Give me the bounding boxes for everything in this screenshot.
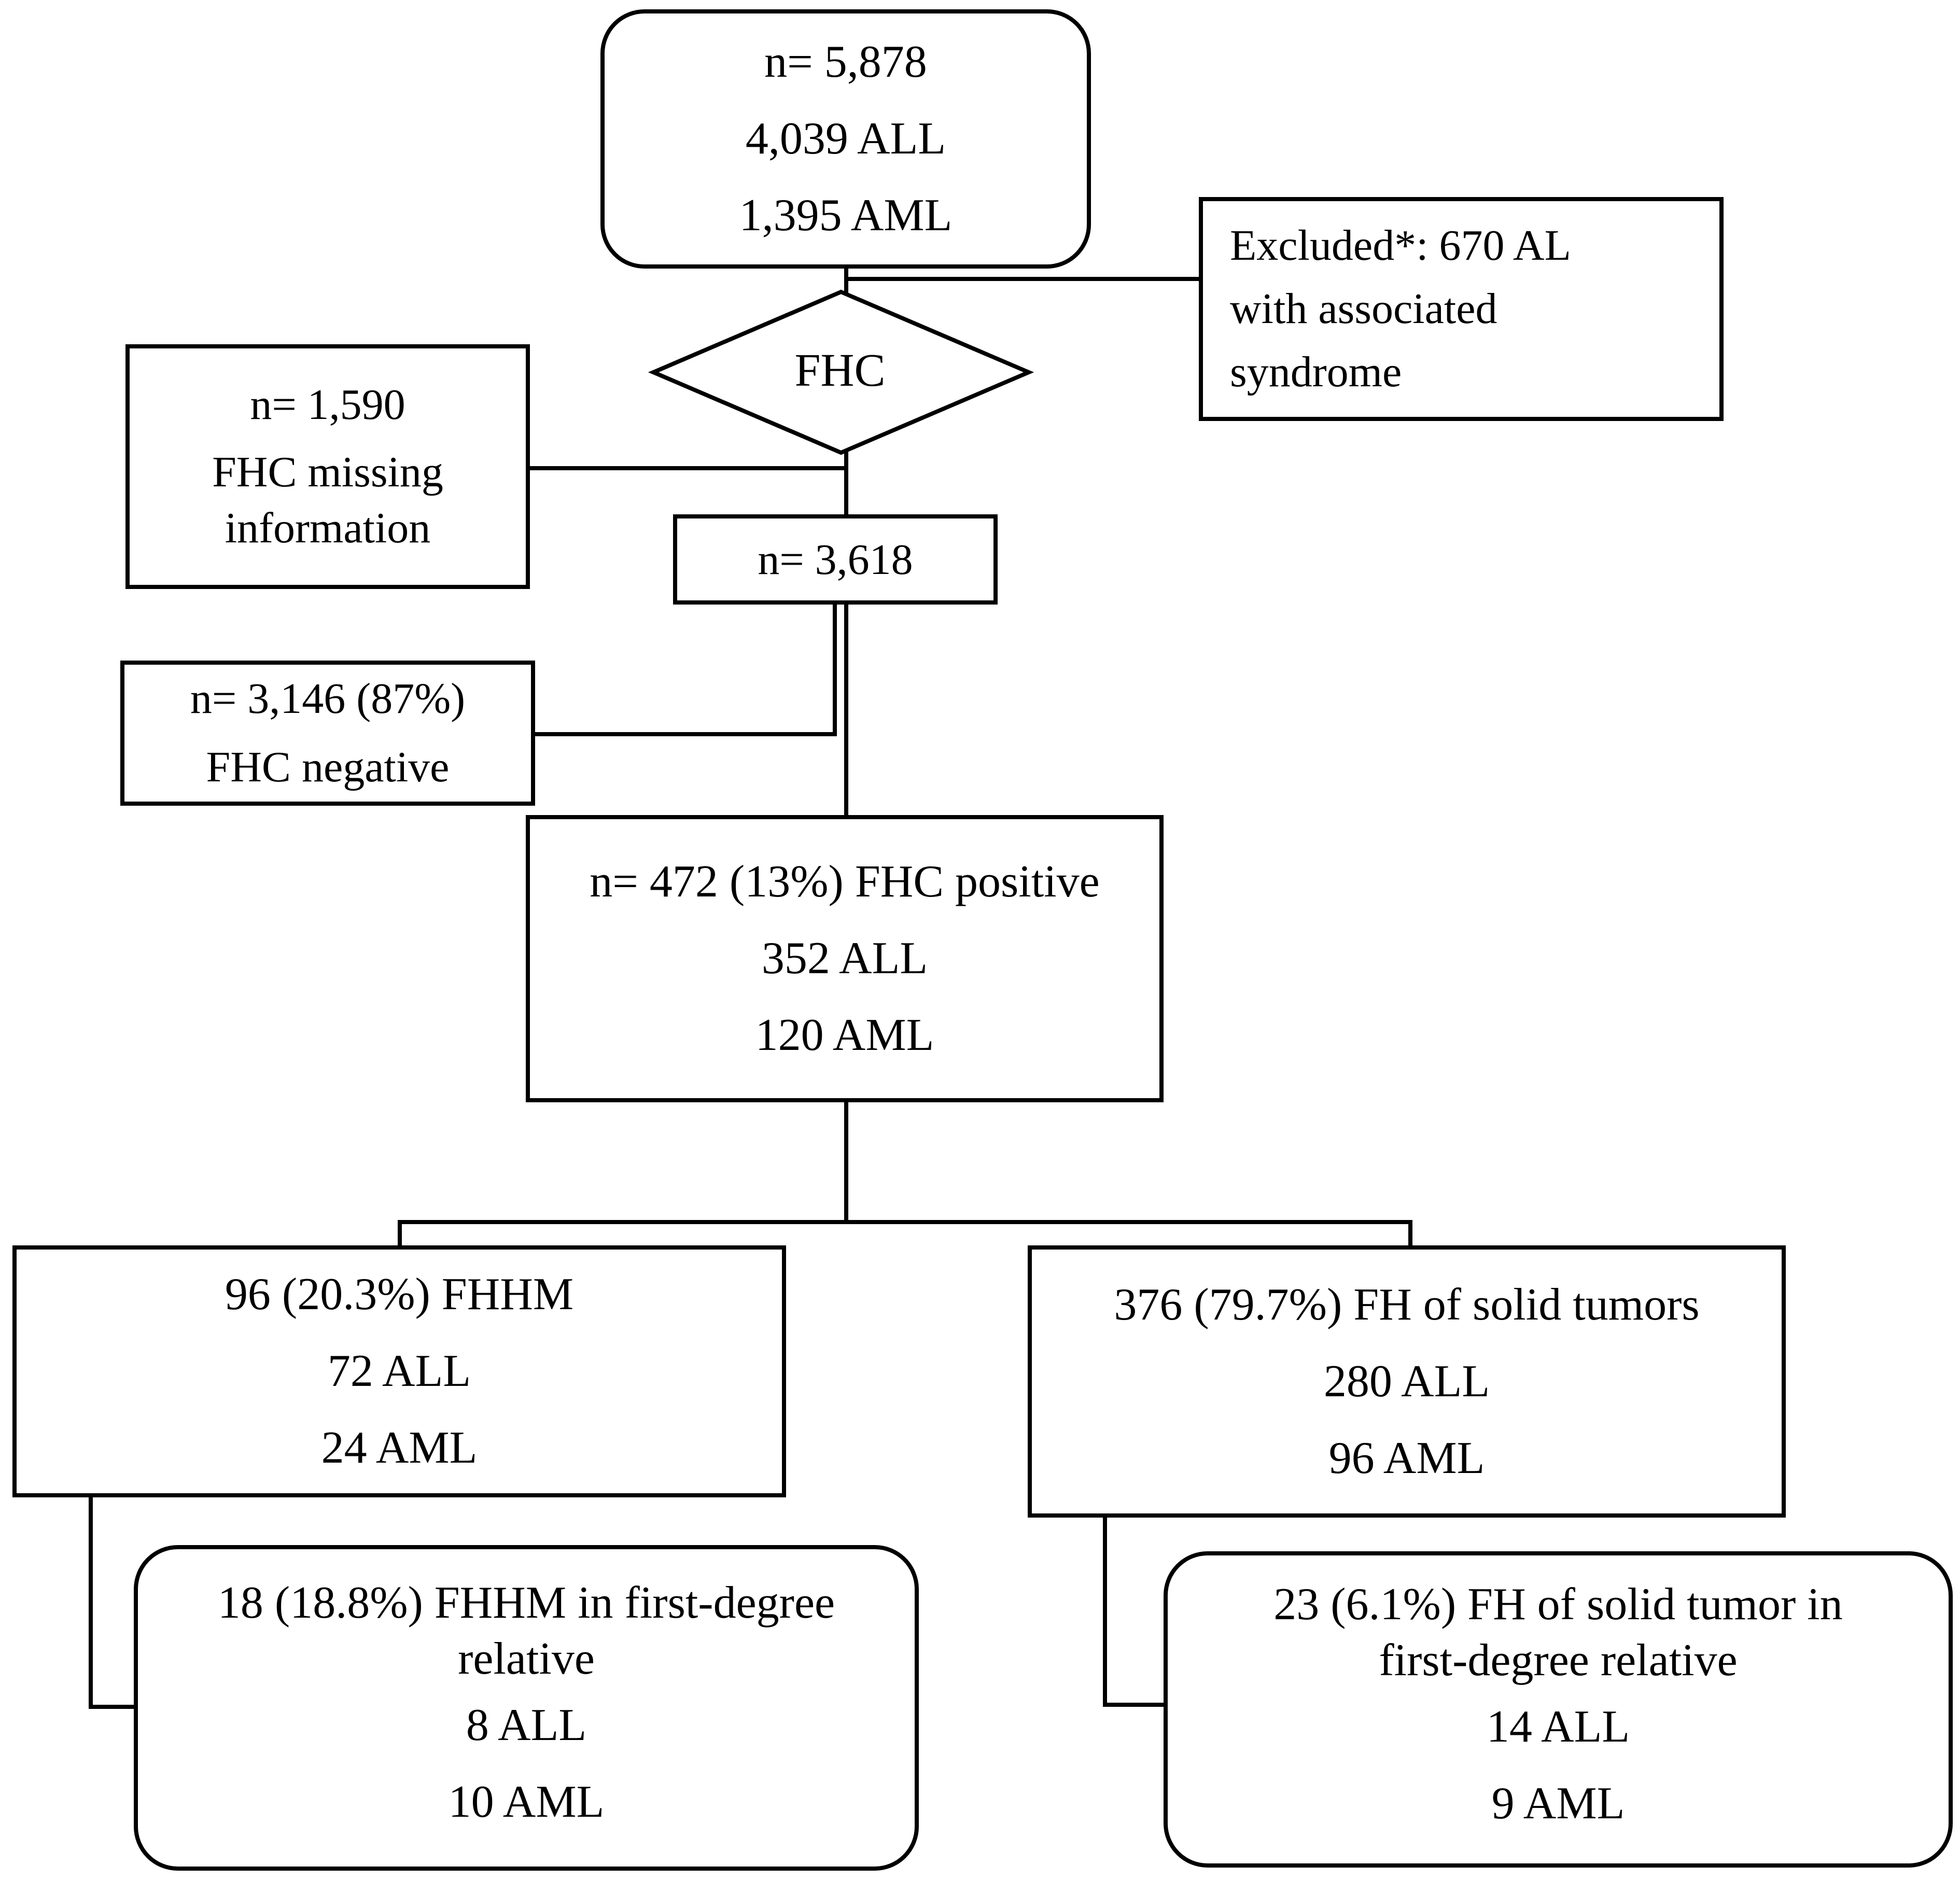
solid-tumors-box: 376 (79.7%) FH of solid tumors 280 ALL 9… (1028, 1245, 1786, 1518)
total-all: 4,039 ALL (745, 114, 946, 164)
decision-label: FHC (794, 345, 886, 396)
decision-diamond (648, 289, 1034, 455)
excluded-line-3: syndrome (1230, 348, 1402, 396)
solid-count: 376 (79.7%) FH of solid tumors (1114, 1279, 1700, 1330)
fhhm-first-aml: 10 AML (448, 1777, 605, 1827)
solid-first-title-1: 23 (6.1%) FH of solid tumor in (1273, 1579, 1843, 1630)
with-info-box: n= 3,618 (673, 514, 998, 605)
fhhm-all: 72 ALL (327, 1346, 471, 1396)
excluded-line-2: with associated (1230, 285, 1497, 333)
missing-info-box: n= 1,590 FHC missing information (125, 344, 530, 589)
with-info-count: n= 3,618 (758, 535, 913, 584)
fhc-negative-box: n= 3,146 (87%) FHC negative (120, 661, 535, 806)
solid-first-title-2: first-degree relative (1379, 1635, 1738, 1686)
solid-aml: 96 AML (1328, 1433, 1485, 1483)
solid-all: 280 ALL (1323, 1356, 1490, 1407)
negative-label: FHC negative (206, 743, 450, 791)
missing-count: n= 1,590 (250, 381, 405, 429)
fhhm-first-title-2: relative (458, 1634, 595, 1684)
fhhm-box: 96 (20.3%) FHHM 72 ALL 24 AML (12, 1245, 786, 1497)
excluded-line-1: Excluded*: 670 AL (1230, 221, 1571, 270)
connector-solid-to-first-degree (1103, 1516, 1166, 1707)
fhhm-first-degree-box: 18 (18.8%) FHHM in first-degree relative… (134, 1545, 919, 1871)
solid-first-aml: 9 AML (1491, 1778, 1625, 1829)
total-aml: 1,395 AML (739, 190, 953, 241)
positive-all: 352 ALL (761, 933, 928, 984)
positive-aml: 120 AML (755, 1010, 934, 1060)
fhhm-first-all: 8 ALL (466, 1700, 587, 1750)
fhc-positive-box: n= 472 (13%) FHC positive 352 ALL 120 AM… (526, 815, 1164, 1102)
fhhm-first-title-1: 18 (18.8%) FHHM in first-degree (217, 1578, 835, 1628)
total-cohort-box: n= 5,878 4,039 ALL 1,395 AML (600, 9, 1091, 269)
positive-count: n= 472 (13%) FHC positive (590, 857, 1100, 907)
total-count: n= 5,878 (764, 37, 927, 87)
fhhm-count: 96 (20.3%) FHHM (225, 1269, 574, 1320)
solid-first-all: 14 ALL (1486, 1702, 1630, 1752)
solid-first-degree-box: 23 (6.1%) FH of solid tumor in first-deg… (1164, 1551, 1953, 1868)
negative-count: n= 3,146 (87%) (190, 675, 466, 723)
excluded-box: Excluded*: 670 AL with associated syndro… (1199, 197, 1724, 421)
connector-fhhm-to-first-degree (89, 1495, 136, 1709)
missing-line-2: FHC missing (212, 448, 443, 496)
missing-line-3: information (225, 504, 431, 552)
fhhm-aml: 24 AML (321, 1423, 478, 1473)
